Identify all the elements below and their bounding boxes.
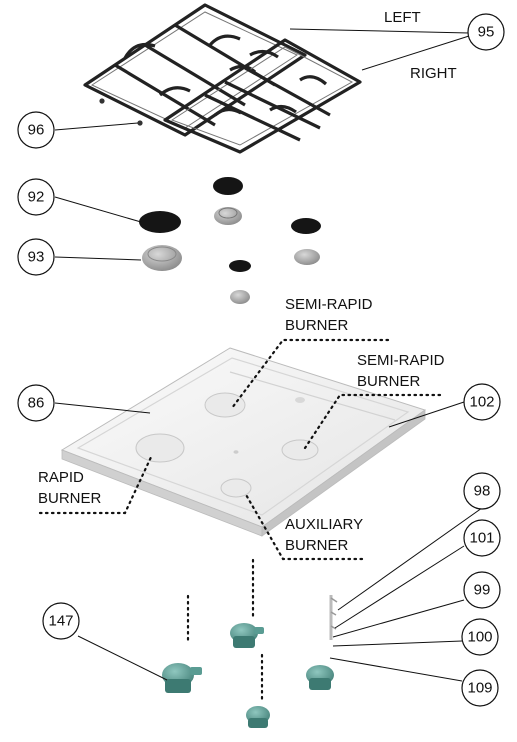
spark-electrode-pins xyxy=(186,558,338,702)
burner-crown-grey-small xyxy=(230,290,250,304)
burner-cap-black-top-center xyxy=(213,177,243,195)
svg-text:99: 99 xyxy=(474,582,491,599)
callout-101: 101 xyxy=(463,519,501,557)
callout-93: 93 xyxy=(17,238,55,276)
burner-crown-grey-93 xyxy=(142,245,182,271)
svg-text:96: 96 xyxy=(28,122,45,139)
callout-86: 86 xyxy=(17,384,55,422)
label-auxiliary-line1: AUXILIARY xyxy=(285,516,363,533)
burner-cap-black-92 xyxy=(139,211,181,233)
burner-pointer-dots xyxy=(38,338,442,561)
callout-95: 95 xyxy=(467,13,505,51)
label-semi-rapid-1-line2: BURNER xyxy=(285,317,349,334)
gas-valve-center xyxy=(230,623,264,648)
svg-text:147: 147 xyxy=(48,613,73,630)
label-left: LEFT xyxy=(384,9,421,26)
label-right: RIGHT xyxy=(410,65,457,82)
label-semi-rapid-2-line1: SEMI-RAPID xyxy=(357,352,445,369)
callout-109: 109 xyxy=(461,669,499,707)
svg-text:101: 101 xyxy=(469,530,494,547)
burner-cap-black-small xyxy=(229,260,251,272)
gas-valve-bottom xyxy=(246,706,270,728)
svg-text:95: 95 xyxy=(478,24,495,41)
svg-text:98: 98 xyxy=(474,483,491,500)
gas-valve-right xyxy=(306,665,334,690)
svg-text:93: 93 xyxy=(28,249,45,266)
callout-96: 96 xyxy=(17,111,55,149)
screw-96-a xyxy=(99,98,105,104)
burner-crown-grey-top-center xyxy=(214,207,242,225)
callout-98: 98 xyxy=(463,472,501,510)
pan-support-right xyxy=(163,38,362,154)
callout-100: 100 xyxy=(461,618,499,656)
svg-text:86: 86 xyxy=(28,395,45,412)
label-semi-rapid-1-line1: SEMI-RAPID xyxy=(285,296,373,313)
burner-crown-grey-right xyxy=(294,249,320,265)
svg-text:109: 109 xyxy=(467,680,492,697)
screw-96-b xyxy=(137,120,143,126)
svg-text:100: 100 xyxy=(467,629,492,646)
cooktop-plate xyxy=(60,347,427,537)
callout-147: 147 xyxy=(42,602,80,640)
label-rapid-line1: RAPID xyxy=(38,469,84,486)
gas-valve-147 xyxy=(162,663,202,693)
label-semi-rapid-2-line2: BURNER xyxy=(357,373,421,390)
callout-92: 92 xyxy=(17,178,55,216)
label-rapid-line2: BURNER xyxy=(38,490,102,507)
leader-lines xyxy=(54,28,483,682)
svg-text:102: 102 xyxy=(469,394,494,411)
svg-text:92: 92 xyxy=(28,189,45,206)
label-auxiliary-line2: BURNER xyxy=(285,537,349,554)
callout-99: 99 xyxy=(463,571,501,609)
burner-cap-black-right xyxy=(291,218,321,234)
callout-102: 102 xyxy=(463,383,501,421)
pan-support-left xyxy=(83,3,307,137)
